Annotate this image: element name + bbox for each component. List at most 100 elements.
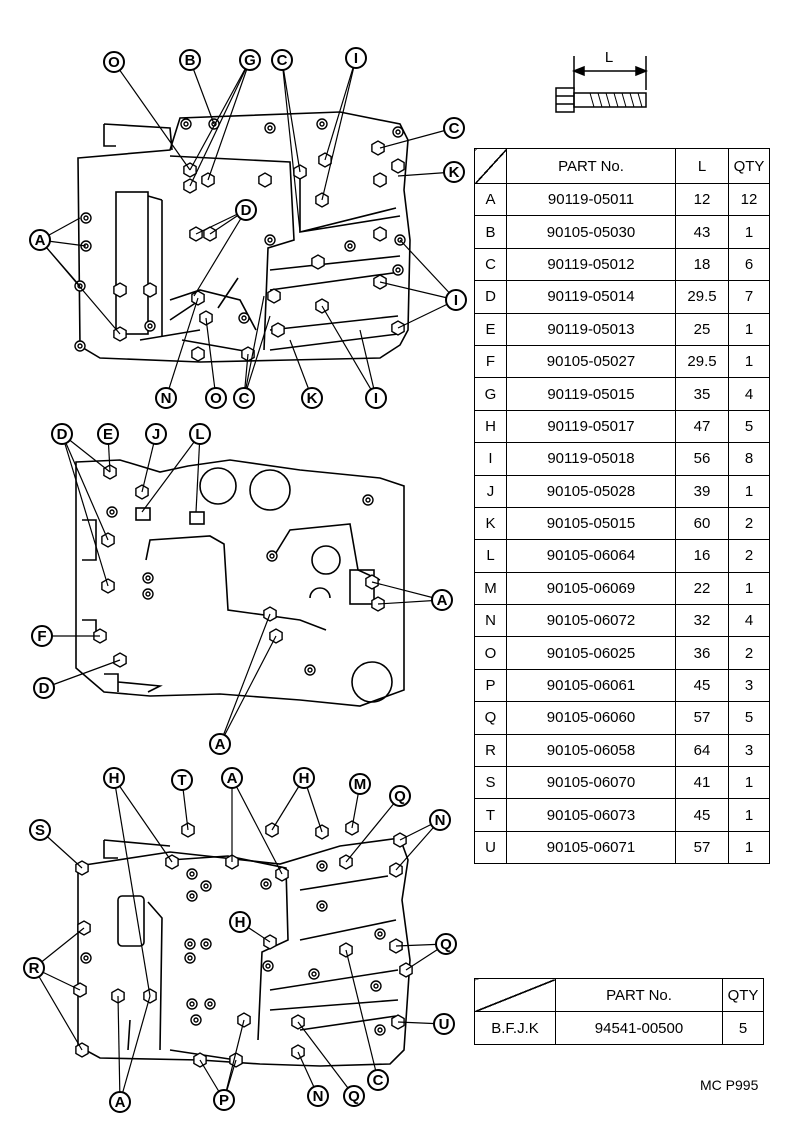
- callout-i: I: [345, 47, 367, 69]
- leader-line: [321, 305, 377, 399]
- row-length-cell: 36: [675, 636, 729, 670]
- callout-t: T: [171, 769, 193, 791]
- header-blank-cell: [474, 148, 507, 184]
- callout-a: A: [431, 589, 453, 611]
- row-qty-cell: 1: [728, 830, 770, 865]
- leader-line: [39, 239, 121, 335]
- callout-u: U: [433, 1013, 455, 1035]
- row-key-cell: J: [474, 474, 507, 508]
- bolt-head-icon: [271, 322, 285, 338]
- kit-table-row: B.F.J.K 94541-00500 5: [474, 1011, 764, 1045]
- row-length-cell: 32: [675, 604, 729, 638]
- bolt-hole-icon: [262, 960, 274, 972]
- callout-q: Q: [389, 785, 411, 807]
- callout-letter: N: [161, 390, 172, 407]
- callout-letter: P: [219, 1092, 229, 1109]
- bolt-hole-icon: [190, 1014, 202, 1026]
- callout-letter: Q: [394, 788, 406, 805]
- bolt-hole-icon: [184, 952, 196, 964]
- row-key-cell: K: [474, 506, 507, 541]
- bolt-head-icon: [373, 172, 387, 188]
- row-part-no-cell: 90105-06073: [506, 798, 676, 832]
- row-key-cell: T: [474, 798, 507, 832]
- callout-a: A: [209, 733, 231, 755]
- leader-line: [61, 433, 109, 587]
- row-key-cell: O: [474, 636, 507, 670]
- leader-line: [119, 995, 151, 1103]
- row-qty-cell: 1: [728, 474, 770, 508]
- row-qty-cell: 5: [728, 409, 770, 444]
- row-length-cell: 16: [675, 539, 729, 573]
- callout-c: C: [233, 387, 255, 409]
- callout-letter: A: [437, 592, 448, 609]
- top-view-bolt-holes: [74, 118, 406, 362]
- callout-letter: A: [115, 1094, 126, 1111]
- row-qty-cell: 1: [728, 344, 770, 379]
- callout-s: S: [29, 819, 51, 841]
- callout-letter: A: [215, 736, 226, 753]
- callout-letter: O: [108, 54, 120, 71]
- leader-line: [33, 967, 83, 1051]
- kit-header-blank-cell: [474, 978, 556, 1012]
- header-part-no: PART No.: [506, 148, 676, 184]
- leader-line: [243, 295, 265, 399]
- row-length-cell: 39: [675, 474, 729, 508]
- row-key-cell: G: [474, 377, 507, 411]
- row-length-cell: 25: [675, 312, 729, 346]
- leader-line: [395, 819, 441, 871]
- callout-i: I: [445, 289, 467, 311]
- callout-letter: M: [354, 776, 367, 793]
- callout-d: D: [33, 677, 55, 699]
- callout-h: H: [229, 911, 251, 933]
- callout-i: I: [365, 387, 387, 409]
- leader-line: [345, 795, 401, 863]
- bolt-hole-icon: [264, 234, 276, 246]
- row-length-cell: 45: [675, 668, 729, 703]
- bolt-hole-icon: [344, 240, 356, 252]
- bolt-length-label: L: [605, 49, 613, 66]
- callout-a: A: [29, 229, 51, 251]
- kit-header-qty: QTY: [722, 978, 764, 1012]
- callout-n: N: [429, 809, 451, 831]
- callout-letter: G: [244, 52, 256, 69]
- bolt-hole-icon: [362, 494, 374, 506]
- bolt-hole-icon: [316, 860, 328, 872]
- callout-e: E: [97, 423, 119, 445]
- page-code: MC P995: [700, 1077, 759, 1093]
- row-part-no-cell: 90105-06025: [506, 636, 676, 670]
- bolt-hole-icon: [186, 890, 198, 902]
- row-part-no-cell: 90105-06060: [506, 701, 676, 735]
- bolt-head-icon: [311, 254, 325, 270]
- bolt-hole-icon: [80, 212, 92, 224]
- callout-g: G: [239, 49, 261, 71]
- leader-line: [113, 777, 173, 863]
- leader-line: [231, 777, 283, 875]
- row-part-no-cell: 90105-06058: [506, 733, 676, 768]
- callout-o: O: [205, 387, 227, 409]
- bolt-hole-icon: [374, 928, 386, 940]
- callout-letter: T: [177, 772, 186, 789]
- row-key-cell: Q: [474, 701, 507, 735]
- bolt-hole-icon: [392, 264, 404, 276]
- parts-table-header: PART No. L QTY: [474, 148, 770, 184]
- callout-letter: B: [185, 52, 196, 69]
- callout-letter: N: [435, 812, 446, 829]
- leader-line: [193, 209, 247, 297]
- leader-line: [219, 613, 271, 745]
- row-key-cell: L: [474, 539, 507, 573]
- row-part-no-cell: 90105-05030: [506, 215, 676, 249]
- leader-line: [61, 433, 109, 541]
- callout-d: D: [51, 423, 73, 445]
- bolt-hole-icon: [142, 572, 154, 584]
- bottom-view-bolt-holes: [73, 820, 413, 1068]
